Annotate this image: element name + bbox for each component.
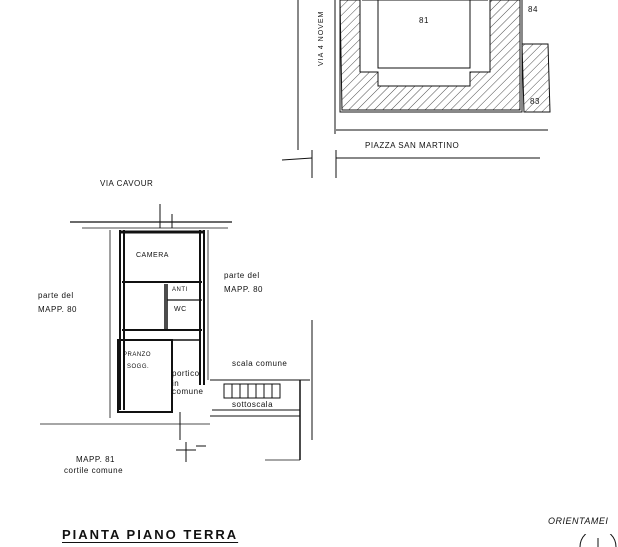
- room-label-soggiorno: SOGG.: [127, 364, 150, 370]
- street-label-via-4-novembre: VIA 4 NOVEM: [318, 10, 325, 66]
- label-parte-left-1: parte del: [38, 291, 74, 300]
- room-label-pranzo: PRANZO: [123, 352, 152, 358]
- label-portico-2: in: [172, 379, 180, 388]
- label-scala-comune: scala comune: [232, 359, 288, 368]
- plot-number-84: 84: [528, 5, 538, 14]
- label-parte-right-1: parte del: [224, 271, 260, 280]
- site-plan: [281, 0, 551, 178]
- page-title: PIANTA PIANO TERRA: [62, 527, 239, 542]
- plot-number-81: 81: [419, 16, 429, 25]
- label-parte-right-2: MAPP. 80: [224, 285, 263, 294]
- room-label-wc: WC: [174, 306, 187, 313]
- label-mapp81-1: MAPP. 81: [76, 455, 115, 464]
- piazza-label: PIAZZA SAN MARTINO: [365, 141, 460, 150]
- label-portico-1: portico: [172, 369, 200, 378]
- north-arrow-icon: [579, 534, 617, 547]
- orientation-label: ORIENTAMEI: [548, 516, 609, 526]
- street-label-via-cavour: VIA CAVOUR: [100, 179, 154, 188]
- apartment-plan: [40, 204, 313, 462]
- label-parte-left-2: MAPP. 80: [38, 305, 77, 314]
- room-label-camera: CAMERA: [136, 252, 169, 259]
- room-label-anti: ANTI: [172, 287, 188, 293]
- plot-number-83: 83: [530, 97, 540, 106]
- label-portico-3: comune: [172, 387, 204, 396]
- label-sottoscala: sottoscala: [232, 400, 274, 409]
- label-mapp81-2: cortile comune: [64, 466, 124, 475]
